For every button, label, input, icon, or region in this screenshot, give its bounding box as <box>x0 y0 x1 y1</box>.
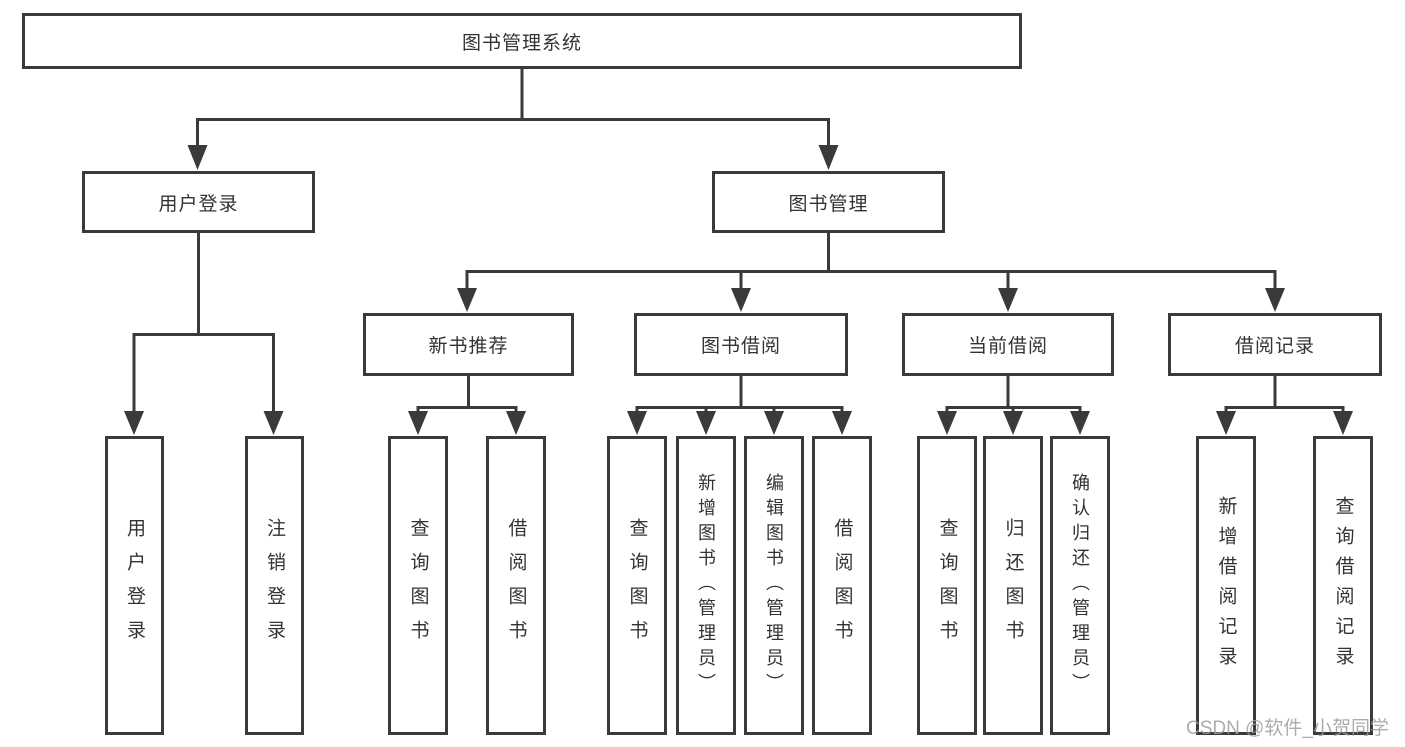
arrow-down-icon <box>627 411 647 435</box>
arrow-down-icon <box>187 145 208 170</box>
node-new-book-recommendation: 新书推荐 <box>363 313 574 376</box>
arrow-down-icon <box>731 288 751 312</box>
leaf-logout-login: 注销登录 <box>245 436 304 735</box>
arrow-down-icon <box>998 288 1018 312</box>
arrow-down-icon <box>457 288 477 312</box>
arrow-down-icon <box>1216 411 1236 435</box>
leaf-cb-query-books: 查询图书 <box>917 436 977 735</box>
leaf-bb-edit-books-admin: 编辑图书（管理员） <box>744 436 804 735</box>
leaf-nbr-borrow-books: 借阅图书 <box>486 436 546 735</box>
leaf-br-query-borrow-record: 查询借阅记录 <box>1313 436 1373 735</box>
leaf-cb-confirm-return-admin: 确认归还（管理员） <box>1050 436 1110 735</box>
arrow-down-icon <box>937 411 957 435</box>
arrow-down-icon <box>506 411 526 435</box>
leaf-bb-borrow-books: 借阅图书 <box>812 436 872 735</box>
csdn-watermark: CSDN @软件_小贺同学 <box>1186 718 1389 739</box>
leaf-nbr-query-books: 查询图书 <box>388 436 448 735</box>
arrow-down-icon <box>124 411 144 435</box>
leaf-bb-add-books-admin: 新增图书（管理员） <box>676 436 736 735</box>
arrow-down-icon <box>818 145 839 170</box>
node-user-login-branch: 用户登录 <box>82 171 315 233</box>
arrow-down-icon <box>408 411 428 435</box>
node-root-system: 图书管理系统 <box>22 13 1022 69</box>
arrow-down-icon <box>696 411 716 435</box>
node-borrowing-records: 借阅记录 <box>1168 313 1382 376</box>
arrow-down-icon <box>764 411 784 435</box>
node-book-borrowing: 图书借阅 <box>634 313 848 376</box>
arrow-down-icon <box>1265 288 1285 312</box>
arrow-down-icon <box>832 411 852 435</box>
leaf-user-login: 用户登录 <box>105 436 164 735</box>
arrow-down-icon <box>1003 411 1023 435</box>
leaf-br-add-borrow-record: 新增借阅记录 <box>1196 436 1256 735</box>
leaf-cb-return-books: 归还图书 <box>983 436 1043 735</box>
node-current-borrowing: 当前借阅 <box>902 313 1114 376</box>
arrow-down-icon <box>263 411 284 435</box>
node-book-management-branch: 图书管理 <box>712 171 945 233</box>
arrow-down-icon <box>1333 411 1353 435</box>
leaf-bb-query-books: 查询图书 <box>607 436 667 735</box>
arrow-down-icon <box>1070 411 1090 435</box>
